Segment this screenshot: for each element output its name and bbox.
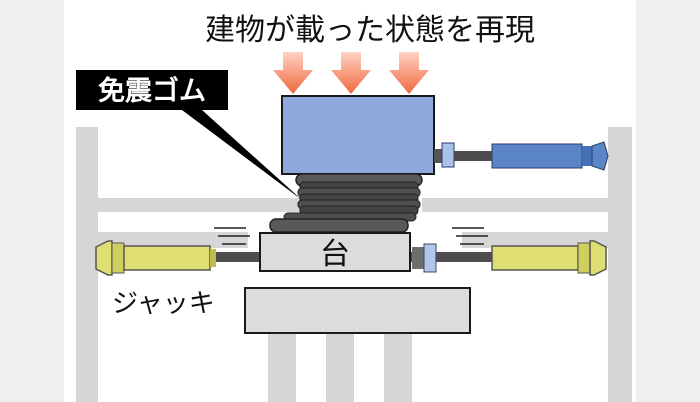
left-margin-band — [0, 0, 64, 402]
jack-label: ジャッキ — [112, 288, 215, 318]
base-block — [244, 287, 471, 334]
motion-lines-right — [452, 227, 488, 245]
yellow-actuator-left — [95, 240, 216, 276]
frame-left-shelf — [98, 232, 248, 248]
rubber-bearing — [269, 173, 423, 233]
load-arrows — [273, 52, 429, 94]
frame-leg-left — [268, 333, 296, 402]
yellow-actuator-right — [412, 240, 607, 276]
frame-right-column — [608, 127, 632, 402]
motion-lines-left — [214, 227, 250, 245]
right-margin-band — [636, 0, 700, 402]
frame-leg-right — [384, 333, 412, 402]
frame-left-column — [76, 127, 98, 402]
blue-actuator — [434, 141, 609, 171]
rubber-label-box — [76, 70, 228, 110]
load-arrow-icon — [331, 52, 371, 94]
load-arrow-icon — [389, 52, 429, 94]
frame-leg-mid — [326, 333, 354, 402]
caption-text: 建物が載った状態を再現 — [205, 14, 535, 47]
table-label: 台 — [320, 238, 350, 271]
rubber-callout: 免震ゴム — [76, 70, 302, 200]
load-arrow-icon — [273, 52, 313, 94]
frame-right-shelf — [462, 232, 608, 248]
rubber-label: 免震ゴム — [98, 75, 206, 106]
test-frame — [76, 127, 632, 402]
building-load-block — [281, 95, 435, 175]
table-block — [259, 232, 411, 272]
frame-left-beam — [76, 198, 300, 212]
frame-right-beam — [422, 198, 632, 212]
callout-pointer — [182, 110, 302, 200]
